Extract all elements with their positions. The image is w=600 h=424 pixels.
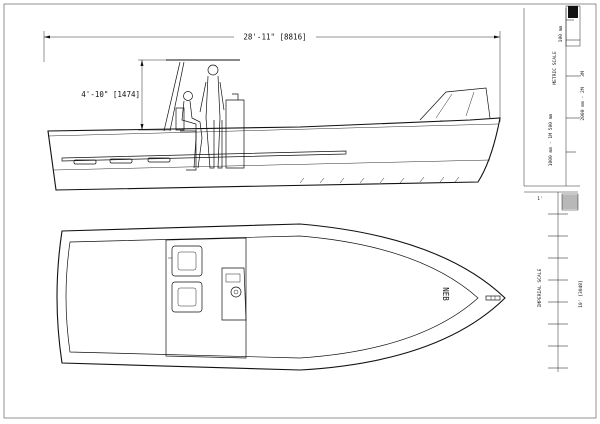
metric-scale-title: METRIC SCALE	[552, 51, 558, 84]
standing-figure	[199, 64, 225, 169]
metric-500mm-label: 1000 mm - 1M 500 mm	[548, 113, 554, 166]
cockpit	[165, 237, 247, 359]
bow-rail	[419, 87, 491, 121]
helm-seat	[168, 245, 203, 277]
center-console	[225, 99, 245, 169]
console-plan	[221, 267, 247, 321]
plan-view: NEB	[56, 223, 506, 371]
sheet-border	[3, 3, 597, 419]
metric-2m-label: 2000 mm - 2M	[580, 87, 586, 120]
metric-scale: 100 mm METRIC SCALE 1000 mm - 1M 500 mm …	[523, 5, 586, 187]
hull-plan-outline	[56, 223, 506, 371]
hull-window	[109, 158, 133, 164]
imperial-scale-title: IMPERIAL SCALE	[537, 268, 543, 307]
height-dimension: 4'-10" [1474]	[81, 59, 178, 131]
imperial-scale: 1' IMPERIAL SCALE 10' [3048]	[524, 191, 584, 372]
imperial-fine-ticks	[562, 195, 578, 209]
imperial-10ft-label: 10' [3048]	[578, 280, 584, 308]
metric-100mm-label: 100 mm	[558, 25, 564, 42]
height-dimension-label: 4'-10" [1474]	[81, 90, 140, 99]
side-profile-view	[47, 59, 501, 191]
metric-scale-bar-fill	[568, 6, 578, 18]
length-dimension: 28'-11" [8816]	[43, 31, 501, 122]
t-top-strut	[163, 61, 181, 132]
deck-line	[65, 235, 479, 359]
helm-seat	[171, 281, 203, 313]
bow-cleat	[485, 295, 501, 301]
imperial-1ft-label: 1'	[537, 196, 543, 202]
hull-side-outline	[47, 117, 501, 191]
waterline-hatch	[299, 176, 460, 184]
length-dimension-label: 28'-11" [8816]	[243, 33, 306, 42]
metric-3m-label: 3M	[580, 71, 586, 77]
seated-figure	[175, 91, 203, 171]
hull-window	[73, 159, 97, 165]
hull-name-mark: NEB	[441, 287, 450, 301]
hull-window	[147, 157, 171, 163]
rub-rail	[61, 150, 347, 162]
